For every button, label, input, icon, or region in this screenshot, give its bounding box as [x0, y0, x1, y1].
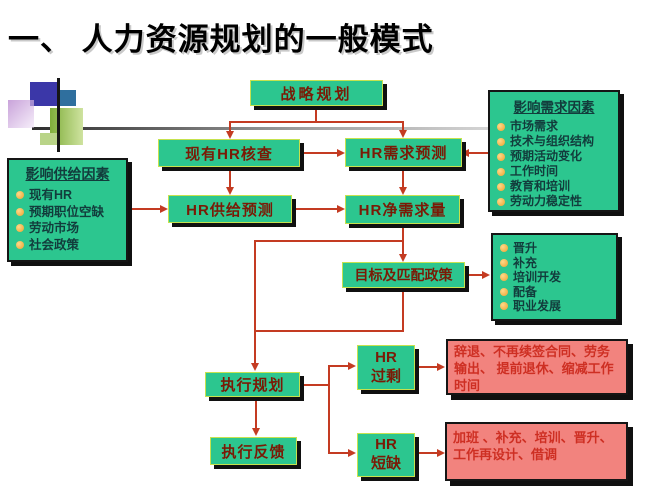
list-item: 市场需求	[497, 119, 613, 134]
list-item: 劳动市场	[16, 220, 121, 237]
arrowhead-execute-to-feedback	[252, 428, 260, 436]
list-item: 职业发展	[500, 299, 611, 314]
list-item: 补充	[500, 256, 611, 271]
bullet-icon	[497, 122, 505, 131]
arrowhead-to-surplus	[348, 362, 356, 370]
list-item: 技术与组织结构	[497, 134, 613, 149]
deco-purple-square	[8, 100, 34, 128]
list-item: 教育和培训	[497, 179, 613, 194]
node-strategic-planning: 战略规划	[250, 80, 383, 106]
bullet-icon	[16, 224, 24, 233]
match-options-list: 晋升 补充 培训开发 配备 职业发展	[498, 241, 611, 314]
node-goal-match-policy: 目标及匹配政策	[342, 262, 465, 288]
line-surplus-to-actions	[415, 366, 438, 368]
panel-surplus-actions: 辞退、不再续签合同、劳务输出、 提前退休、缩减工作时间	[446, 339, 628, 395]
bullet-icon	[500, 258, 508, 267]
page-title: 一、 人力资源规划的一般模式	[8, 22, 434, 57]
line-demand-to-net	[402, 167, 404, 189]
bullet-icon	[497, 182, 505, 191]
panel-title: 影响需求因素	[513, 100, 595, 115]
line-supply-to-net	[292, 208, 338, 210]
line-policy-loop-left	[254, 330, 404, 332]
list-item: 培训开发	[500, 270, 611, 285]
line-policy-down	[402, 288, 404, 332]
arrowhead-supply-to-net	[337, 205, 345, 213]
node-execute-plan: 执行规划	[205, 372, 300, 397]
line-policy-to-options	[463, 274, 483, 276]
arrowhead-shortage-to-actions	[437, 449, 445, 457]
line-net-branch-left	[254, 240, 404, 242]
line-branch-vertical	[328, 365, 330, 454]
line-to-shortage	[328, 452, 349, 454]
bullet-icon	[500, 302, 508, 311]
bullet-icon	[497, 167, 505, 176]
arrowhead-to-execute	[251, 363, 259, 371]
list-item: 晋升	[500, 241, 611, 256]
list-item: 配备	[500, 285, 611, 300]
bullet-icon	[500, 244, 508, 253]
bullet-icon	[497, 137, 505, 146]
arrowhead-surplus-to-actions	[437, 363, 445, 371]
arrowhead-audit-to-demand	[337, 149, 345, 157]
deco-horizontal-rule	[32, 127, 502, 130]
panel-shortage-actions: 加班 、补充、培训、晋升、工作再设计、借调	[445, 422, 628, 481]
line-audit-to-supply	[229, 167, 231, 189]
node-hr-net-demand: HR净需求量	[345, 195, 460, 224]
list-item: 社会政策	[16, 237, 121, 254]
deco-teal-square	[58, 90, 76, 106]
bullet-icon	[500, 287, 508, 296]
line-strategic-down	[315, 106, 317, 122]
arrowhead-to-shortage	[348, 449, 356, 457]
panel-match-options: 晋升 补充 培训开发 配备 职业发展	[491, 233, 618, 321]
node-hr-shortage: HR 短缺	[357, 433, 415, 477]
arrowhead-factors-to-demand	[461, 149, 469, 157]
bullet-icon	[16, 191, 24, 200]
line-shortage-to-actions	[415, 452, 438, 454]
bullet-icon	[500, 273, 508, 282]
list-item: 劳动力稳定性	[497, 194, 613, 209]
line-to-audit	[229, 121, 231, 133]
arrowhead-net-to-policy	[399, 254, 407, 262]
line-net-to-policy	[402, 224, 404, 255]
line-strategic-split	[229, 121, 404, 123]
line-branch-to-execute	[254, 240, 256, 364]
panel-supply-factors: 影响供给因素 现有HR 预期职位空缺 劳动市场 社会政策	[7, 158, 128, 262]
line-factors-to-supply	[128, 208, 161, 210]
line-factors-to-demand	[469, 152, 488, 154]
bullet-icon	[16, 240, 24, 249]
node-hr-demand-forecast: HR需求预测	[345, 138, 462, 167]
panel-title: 影响供给因素	[25, 166, 110, 182]
node-hr-surplus: HR 过剩	[357, 345, 415, 390]
list-item: 预期活动变化	[497, 149, 613, 164]
arrowhead-to-audit	[226, 131, 234, 139]
bullet-icon	[497, 152, 505, 161]
line-audit-to-demand	[300, 152, 338, 154]
demand-factors-list: 市场需求 技术与组织结构 预期活动变化 工作时间 教育和培训 劳动力稳定性	[495, 119, 613, 209]
node-hr-supply-forecast: HR供给预测	[168, 195, 292, 223]
panel-demand-factors: 影响需求因素 市场需求 技术与组织结构 预期活动变化 工作时间 教育和培训 劳动…	[488, 90, 620, 212]
deco-lightgreen-square	[40, 133, 58, 145]
node-execute-feedback: 执行反馈	[210, 437, 297, 465]
list-item: 现有HR	[16, 187, 121, 204]
line-to-demand-forecast	[402, 121, 404, 132]
arrowhead-demand-to-net	[399, 187, 407, 195]
arrowhead-factors-to-supply	[160, 205, 168, 213]
line-execute-to-feedback	[255, 397, 257, 428]
line-execute-right	[300, 384, 329, 386]
deco-vertical-rule	[57, 78, 60, 152]
arrowhead-policy-to-options	[482, 271, 490, 279]
bullet-icon	[16, 207, 24, 216]
list-item: 工作时间	[497, 164, 613, 179]
line-to-surplus	[328, 365, 349, 367]
arrowhead-to-demand-forecast	[399, 130, 407, 138]
list-item: 预期职位空缺	[16, 204, 121, 221]
deco-blue-square	[30, 82, 58, 106]
supply-factors-list: 现有HR 预期职位空缺 劳动市场 社会政策	[14, 187, 121, 253]
node-current-hr-audit: 现有HR核查	[158, 139, 300, 167]
bullet-icon	[497, 197, 505, 206]
arrowhead-audit-to-supply	[226, 187, 234, 195]
